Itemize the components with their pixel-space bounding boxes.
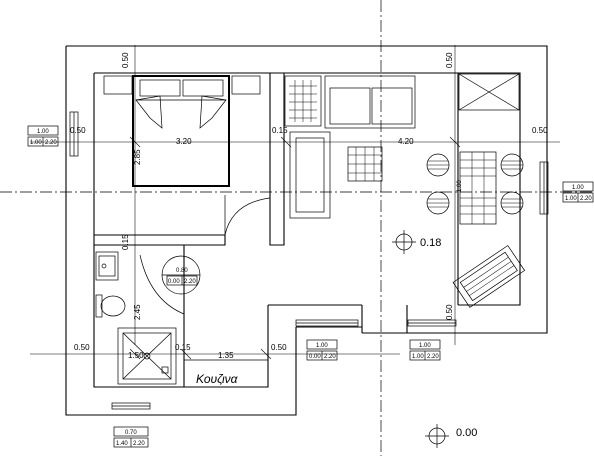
- kitchen-sink: [452, 245, 526, 308]
- window-tag-5-a: 1.40: [116, 441, 128, 447]
- door-tag-b: 2.20: [184, 279, 196, 285]
- door-tag-top: 0.80: [176, 268, 188, 274]
- dim-right-bottom: 0.50: [445, 304, 454, 320]
- level-label-upper: 0.18: [420, 237, 441, 249]
- bathroom-fixtures: [95, 251, 177, 385]
- dim-bath-partition: 0.15: [175, 343, 191, 352]
- door-tag-circle: [161, 255, 201, 295]
- dim-top-left: 0.50: [121, 52, 130, 68]
- exterior-walls: [65, 45, 548, 416]
- window-tag-4-a: 1.00: [412, 354, 424, 360]
- interior-walls: [94, 73, 459, 387]
- dim-bed-depth: 2.85: [133, 149, 142, 165]
- double-bed: [103, 75, 261, 187]
- dim-bath-width: 1.50: [128, 351, 144, 360]
- window-tag-1-b: 2.20: [45, 140, 57, 146]
- window-tag-1-a: 1.00: [30, 140, 42, 146]
- level-label-lower: 0.00: [456, 427, 477, 439]
- doors: [139, 195, 271, 315]
- dim-bath: 2.45: [133, 304, 142, 320]
- window-tag-3-top: 1.00: [316, 343, 328, 349]
- dim-kitchen-wall: 0.50: [271, 343, 287, 352]
- dim-bed-width: 3.20: [176, 137, 192, 146]
- dimension-lines: [30, 45, 560, 360]
- door-tag-a: 0.00: [168, 279, 180, 285]
- window-tag-5-b: 2.20: [133, 441, 145, 447]
- level-mark-upper: [392, 230, 416, 254]
- dim-mid-partition: 0.15: [121, 234, 130, 250]
- level-mark-lower: [425, 424, 449, 448]
- window-tag-2-a: 1.00: [565, 196, 577, 202]
- dim-top-right: 0.50: [445, 52, 454, 68]
- living-furniture: [284, 73, 520, 219]
- dim-left: 0.50: [70, 126, 86, 135]
- window-tag-5-top: 0.70: [125, 430, 137, 436]
- dining-set: [426, 151, 524, 225]
- window-tag-2-top: 1.00: [572, 185, 584, 191]
- window-tag-2-b: 2.20: [580, 196, 592, 202]
- window-tag-1-top: 1.00: [37, 129, 49, 135]
- windows: [69, 111, 549, 410]
- dim-partition: 0.15: [272, 126, 288, 135]
- dim-bottom-left: 0.50: [74, 343, 90, 352]
- room-label-kitchen: Κουζινα: [196, 372, 239, 386]
- dim-table: 1.00: [457, 180, 463, 192]
- window-tag-3-b: 2.20: [324, 354, 336, 360]
- dim-kitchen-width: 1.35: [218, 351, 234, 360]
- window-tag-4-b: 2.20: [427, 354, 439, 360]
- window-tag-3-a: 0.00: [309, 354, 321, 360]
- window-tag-4-top: 1.00: [419, 343, 431, 349]
- dim-living-width: 4.20: [398, 137, 414, 146]
- window-tag-boxes: [27, 125, 594, 448]
- dim-right: 0.50: [532, 126, 548, 135]
